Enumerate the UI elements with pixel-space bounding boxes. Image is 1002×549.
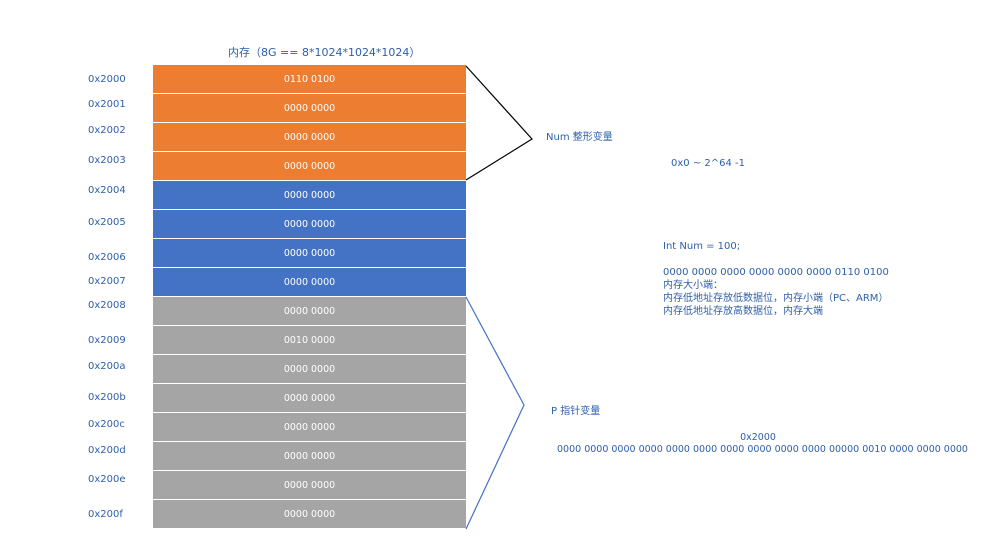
memory-address: 0x2007 xyxy=(88,276,126,287)
big-endian-line: 内存低地址存放高数据位，内存大端 xyxy=(663,306,823,317)
memory-cell: 0000 0000 xyxy=(153,471,466,500)
memory-cell: 0000 0000 xyxy=(153,210,466,239)
memory-address: 0x2009 xyxy=(88,335,126,346)
num-brace xyxy=(465,65,533,181)
memory-address: 0x2001 xyxy=(88,99,126,110)
endianness-heading: 内存大小端： xyxy=(663,280,723,291)
declaration-label: Int Num = 100; xyxy=(663,241,741,252)
memory-address: 0x2003 xyxy=(88,155,126,166)
memory-address: 0x2008 xyxy=(88,300,126,311)
little-endian-line: 内存低地址存放低数据位，内存小端（PC、ARM） xyxy=(663,293,889,304)
value-range-label: 0x0 ~ 2^64 -1 xyxy=(671,158,745,169)
memory-address: 0x200a xyxy=(88,361,126,372)
memory-cell: 0110 0100 xyxy=(153,65,466,94)
memory-address: 0x200c xyxy=(88,419,125,430)
memory-cell: 0000 0000 xyxy=(153,355,466,384)
memory-cell: 0000 0000 xyxy=(153,297,466,326)
pointer-value: 0x2000 0000 0000 0000 0000 0000 0000 000… xyxy=(557,432,968,456)
memory-cell: 0000 0000 xyxy=(153,239,466,268)
memory-address: 0x2000 xyxy=(88,74,126,85)
memory-cell: 0000 0000 xyxy=(153,500,466,529)
memory-cell: 0000 0000 xyxy=(153,268,466,297)
endianness-notes: 0000 0000 0000 0000 0000 0000 0110 0100 … xyxy=(663,266,889,318)
memory-cell: 0010 0000 xyxy=(153,326,466,355)
memory-cell: 0000 0000 xyxy=(153,94,466,123)
binary-value-line: 0000 0000 0000 0000 0000 0000 0110 0100 xyxy=(663,267,889,278)
num-variable-label: Num 整形变量 xyxy=(546,132,613,143)
pointer-brace xyxy=(465,296,525,530)
memory-address: 0x2005 xyxy=(88,217,126,228)
memory-address: 0x200e xyxy=(88,474,126,485)
pointer-variable-label: P 指针变量 xyxy=(551,406,601,417)
memory-address: 0x200b xyxy=(88,392,126,403)
memory-address: 0x200f xyxy=(88,509,123,520)
memory-address: 0x2006 xyxy=(88,252,126,263)
memory-title: 内存（8G == 8*1024*1024*1024） xyxy=(228,46,421,59)
memory-cell: 0000 0000 xyxy=(153,442,466,471)
pointer-bits: 0000 0000 0000 0000 0000 0000 0000 0000 … xyxy=(557,444,968,455)
memory-cell: 0000 0000 xyxy=(153,384,466,413)
memory-cell: 0000 0000 xyxy=(153,123,466,152)
memory-cell: 0000 0000 xyxy=(153,181,466,210)
memory-address: 0x2002 xyxy=(88,125,126,136)
memory-address: 0x2004 xyxy=(88,185,126,196)
pointer-address: 0x2000 xyxy=(740,432,776,443)
memory-cell: 0000 0000 xyxy=(153,152,466,181)
memory-cell: 0000 0000 xyxy=(153,413,466,442)
memory-address: 0x200d xyxy=(88,445,126,456)
